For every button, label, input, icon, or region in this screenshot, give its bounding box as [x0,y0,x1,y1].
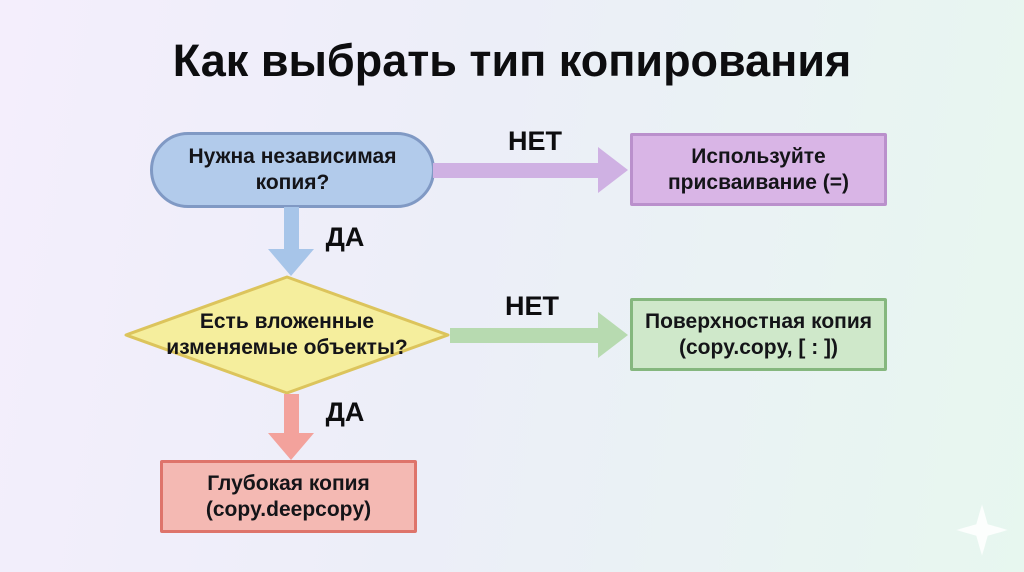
node-text-line: (copy.deepcopy) [205,497,372,521]
arrow-yes-to-diamond-shaft [284,207,299,250]
diamond-shape [124,275,450,395]
arrow-no-to-assignment-shaft [433,163,599,178]
edge-label-no-2: НЕТ [505,291,559,321]
arrow-yes-to-deep-copy-shaft [284,394,299,434]
node-shallow-copy-result: Поверхностная копия (copy.copy, [ : ]) [630,298,887,371]
edge-label-no-1: НЕТ [508,126,562,156]
diamond-text: Есть вложенные изменяемые объекты? [122,274,452,396]
arrow-yes-to-deep-copy-head [268,433,314,460]
arrow-no-to-shallow-copy-head [598,312,628,358]
node-deep-copy-result: Глубокая копия (copy.deepcopy) [160,460,417,533]
node-text-line: присваивание (=) [668,170,849,194]
sparkle-icon [956,504,1008,556]
node-text-line: изменяемые объекты? [166,336,408,359]
diamond-polygon [124,275,450,395]
node-text-line: (copy.copy, [ : ]) [678,335,839,359]
node-text-line: Есть вложенные [199,310,375,333]
slide-title: Как выбрать тип копирования [172,35,852,86]
node-text-line: копия? [255,171,330,194]
arrow-no-to-shallow-copy-shaft [450,328,598,343]
edge-label-yes-1: ДА [325,222,365,252]
node-independent-copy-question: Нужна независимая копия? [150,132,435,208]
node-nested-mutable-objects-question: Есть вложенные изменяемые объекты? [122,274,452,396]
edge-label-yes-2: ДА [325,397,365,427]
node-assignment-result: Используйте присваивание (=) [630,133,887,206]
node-text-line: Используйте [691,144,826,168]
node-text-line: Нужна независимая [188,145,397,168]
node-text-line: Глубокая копия [207,471,370,495]
node-text-line: Поверхностная копия [644,309,873,333]
arrow-no-to-assignment-head [598,147,628,193]
arrow-yes-to-diamond-head [268,249,314,276]
